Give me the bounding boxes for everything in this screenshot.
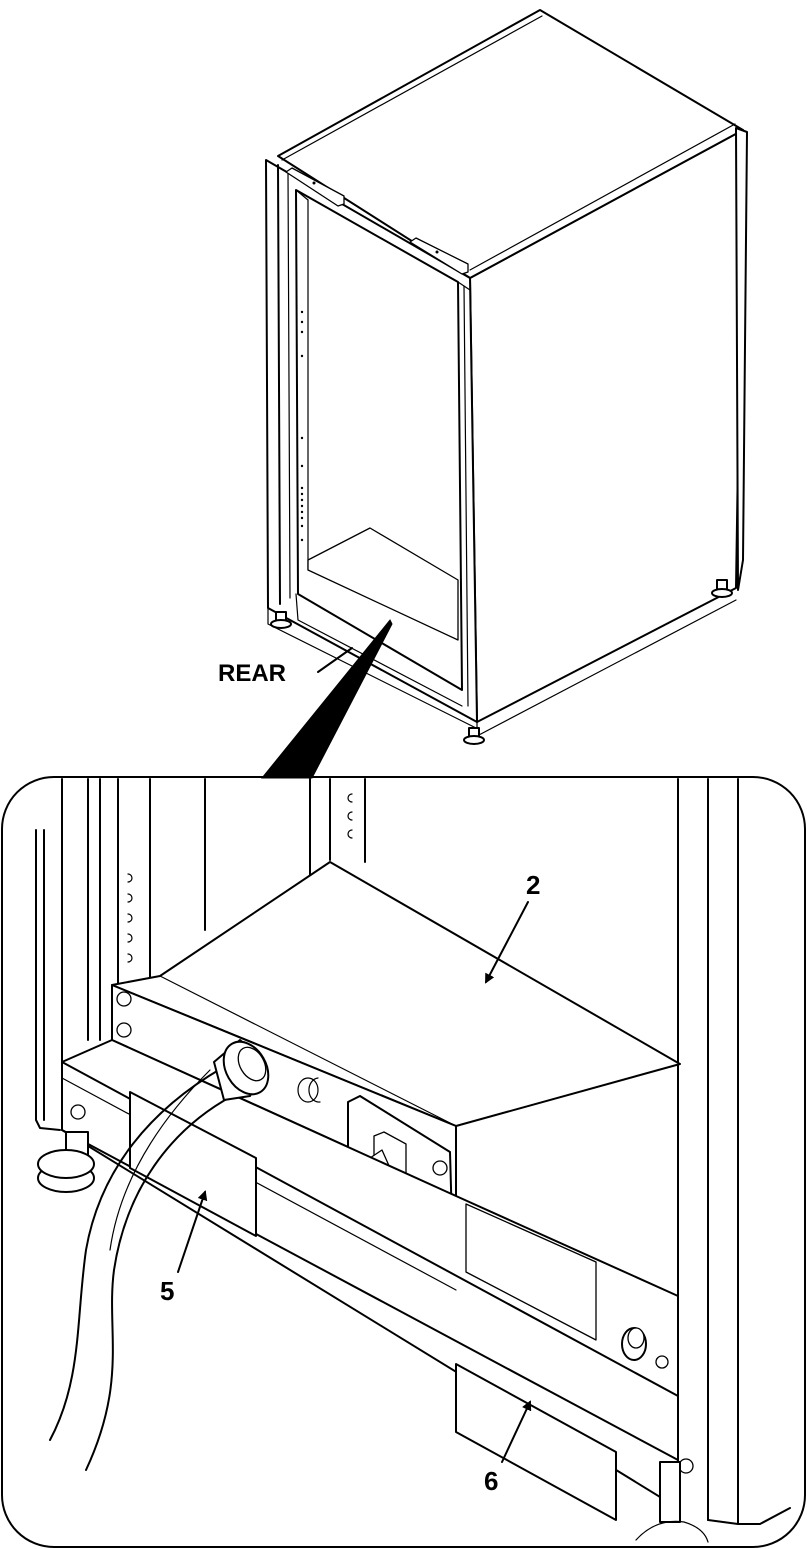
zoom-wedge bbox=[260, 619, 393, 779]
callout-5-label: 5 bbox=[160, 1276, 174, 1306]
rack-posts-detail bbox=[35, 778, 791, 1525]
power-cable bbox=[49, 1039, 270, 1471]
rack-feet bbox=[270, 579, 733, 745]
rack-cabinet bbox=[265, 9, 748, 745]
callout-6-arrow bbox=[501, 1400, 532, 1463]
indicator-icon bbox=[308, 1077, 321, 1103]
rack-top-bracket-left bbox=[285, 167, 345, 207]
screw-icon bbox=[70, 1104, 86, 1120]
label-plate-5 bbox=[129, 1091, 257, 1237]
detail-frame bbox=[1, 776, 806, 1548]
unit-side-label-plate bbox=[465, 1203, 597, 1341]
rear-label-leader bbox=[317, 647, 353, 673]
screw-icon bbox=[116, 991, 132, 1007]
screw-icon bbox=[432, 1160, 448, 1176]
callout-5-arrow bbox=[177, 1190, 208, 1273]
leveling-foot-right bbox=[635, 1461, 709, 1543]
label-plate-6 bbox=[455, 1363, 617, 1521]
callout-6-label: 6 bbox=[484, 1466, 498, 1496]
screw-icon bbox=[655, 1355, 669, 1369]
rack-installed-unit bbox=[307, 527, 459, 641]
callout-2-arrow bbox=[485, 901, 529, 984]
screw-icon bbox=[678, 1458, 694, 1474]
power-unit bbox=[111, 861, 681, 1237]
callout-2-label: 2 bbox=[526, 870, 540, 900]
rear-label: REAR bbox=[218, 660, 286, 687]
rack-top-bracket-right bbox=[409, 237, 469, 275]
rack-rail-holes bbox=[300, 310, 304, 542]
detail-inset: 2 5 6 bbox=[1, 776, 806, 1548]
rack-side-trim bbox=[735, 127, 748, 591]
screw-icon bbox=[116, 1022, 132, 1038]
leveling-foot-left bbox=[37, 1131, 95, 1193]
